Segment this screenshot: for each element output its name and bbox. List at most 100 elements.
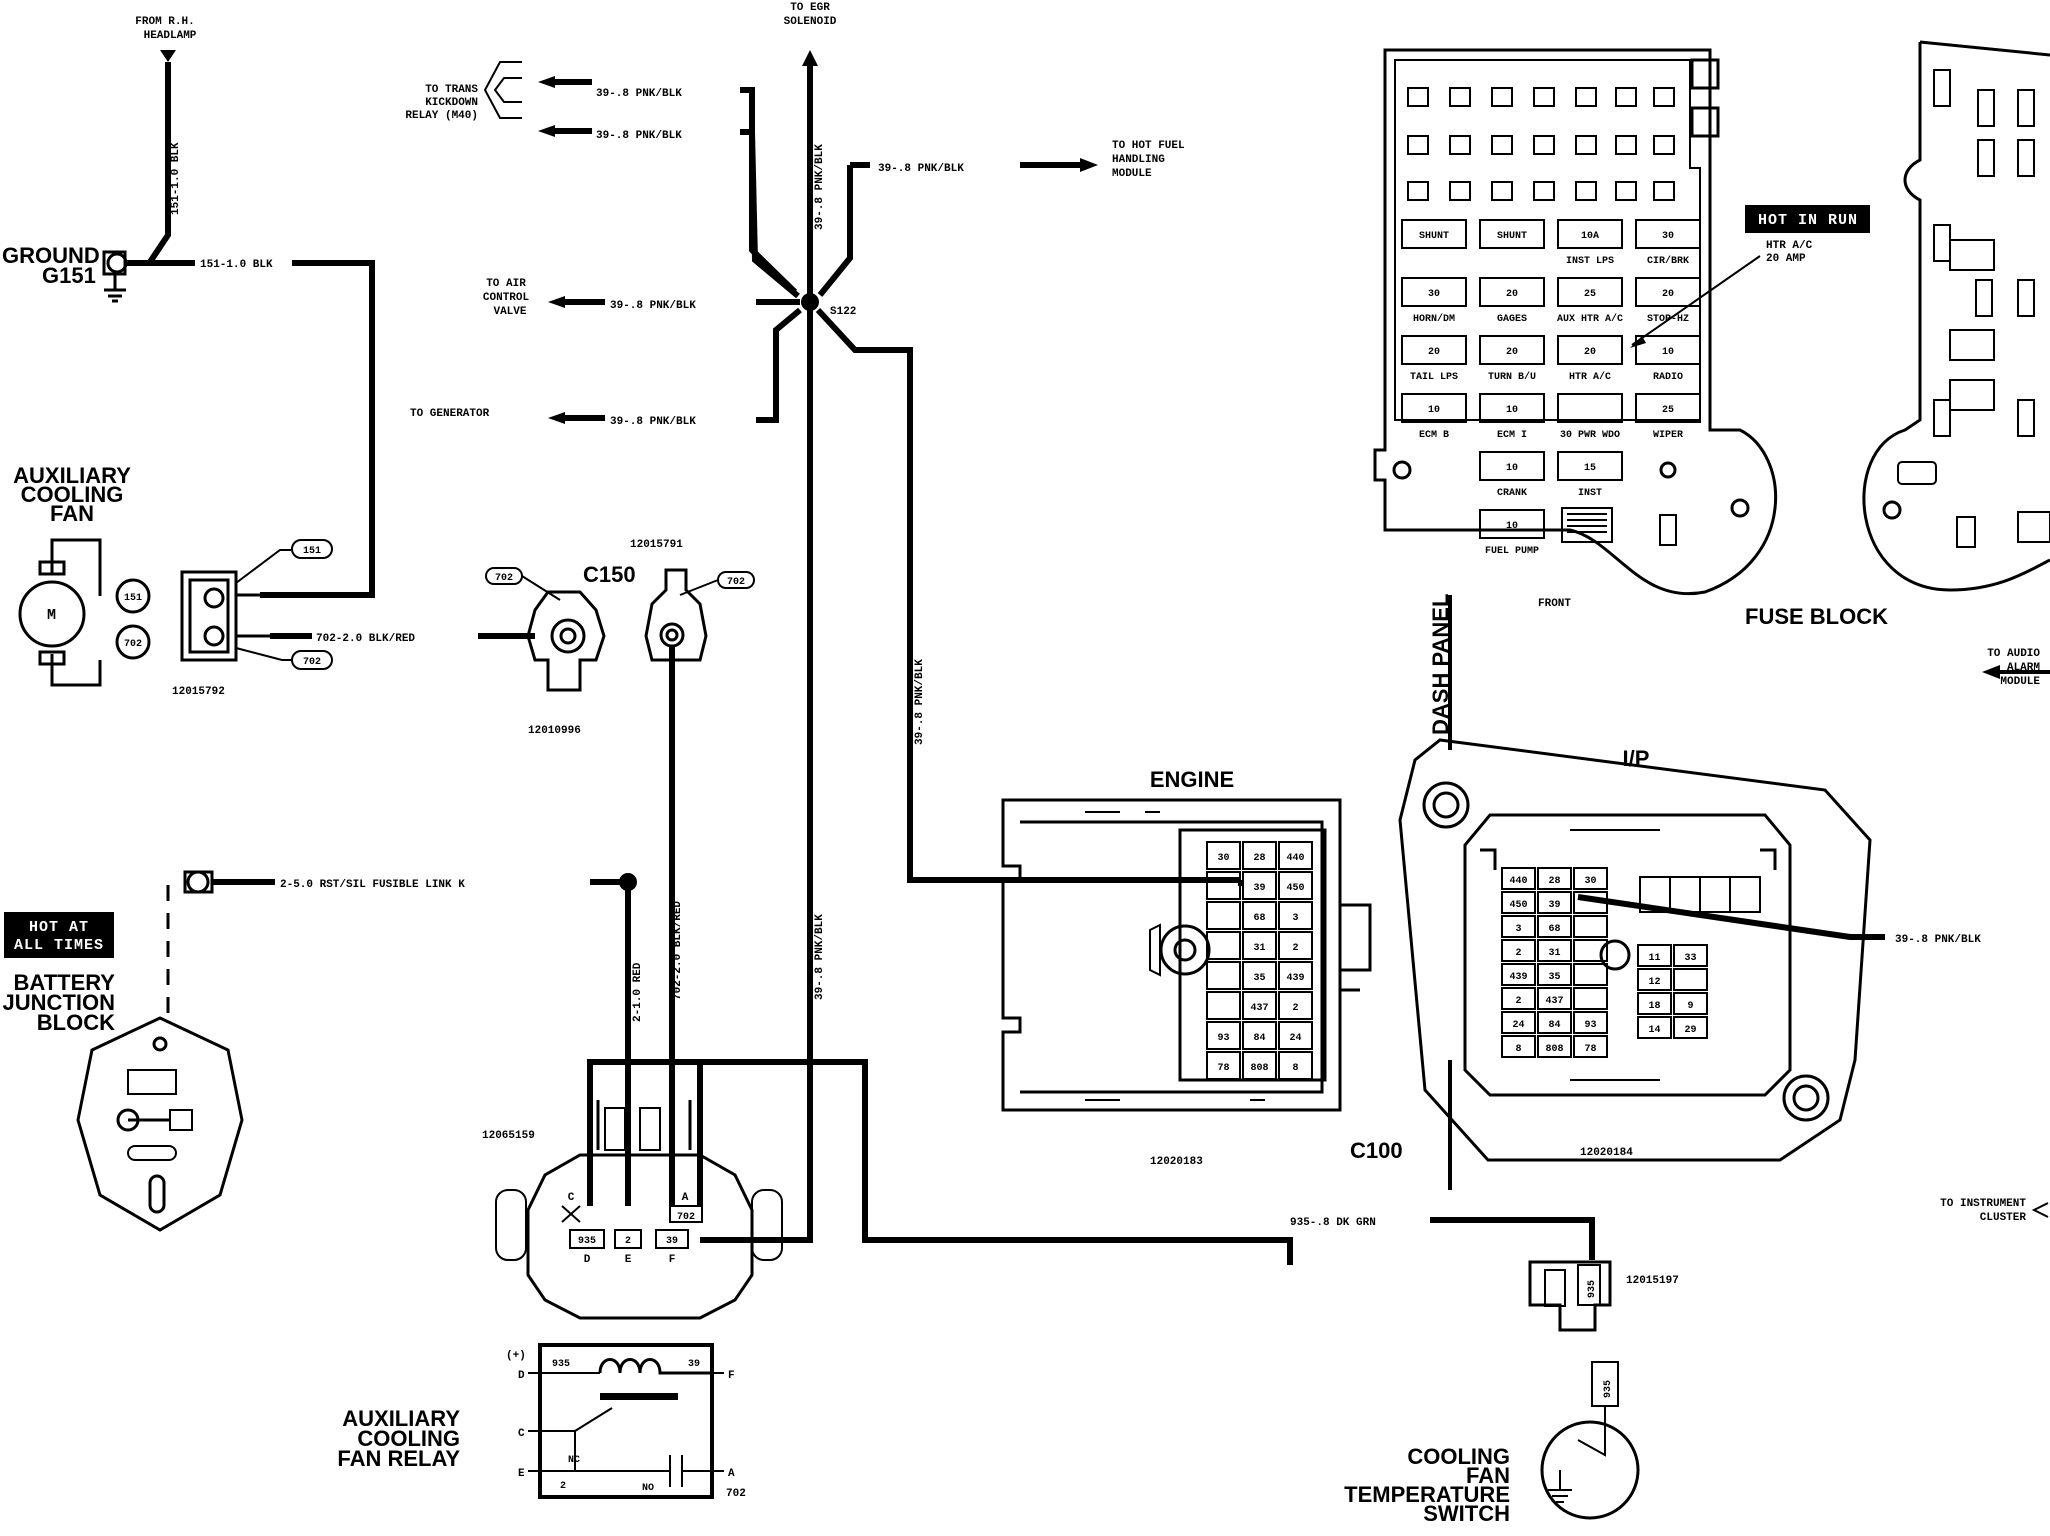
ip-cavity-cell: 439 [1501, 963, 1536, 986]
c100-label: C100 [1350, 1138, 1403, 1163]
fuse-mini-cell [1615, 181, 1637, 201]
relay-pin-f: F [669, 1254, 676, 1266]
to-instrument-cluster-label-1: TO INSTRUMENT [1940, 1198, 2026, 1210]
svg-text:440: 440 [1509, 876, 1527, 887]
ip-cavity-cell: 8 [1501, 1035, 1536, 1058]
svg-text:437: 437 [1545, 996, 1563, 1007]
engine-cavity-cell [1206, 961, 1241, 990]
aux-fan-label-1: AUXILIARY [13, 463, 131, 488]
fuse-cavity: SHUNT [1401, 219, 1467, 249]
leader-line [1631, 255, 1761, 346]
svg-text:2: 2 [1515, 996, 1521, 1007]
hta-ac-label-1: HTR A/C [1766, 240, 1813, 252]
relay-plus-label: (+) [506, 1350, 526, 1362]
engine-cavity-cell [1206, 931, 1241, 960]
to-air-control-label-2: CONTROL [483, 292, 530, 304]
svg-text:SHUNT: SHUNT [1419, 231, 1449, 242]
engine-cavity-cell: 93 [1206, 1021, 1241, 1050]
relay-conn-label: 12065159 [482, 1130, 535, 1142]
svg-text:20: 20 [1506, 347, 1518, 358]
relay-sch-pin-a: A [728, 1468, 735, 1480]
engine-cavity-cell: 39 [1242, 871, 1277, 900]
dash-panel-section: DASH PANEL [1428, 594, 1453, 1190]
fuse-cavity: 30 PWR WDO [1557, 393, 1623, 441]
relay-schematic-section: AUXILIARY COOLING FAN RELAY (+) D C E F … [337, 1343, 746, 1500]
ip-cavity-cell: 9 [1673, 992, 1708, 1015]
wire-39-engine-label: 39-.8 PNK/BLK [914, 659, 926, 745]
ip-cavity-cell: 28 [1537, 867, 1572, 890]
svg-text:84: 84 [1548, 1020, 1560, 1031]
to-air-control-label-3: VALVE [493, 306, 526, 318]
battery-junction-label-1: BATTERY [14, 970, 116, 995]
fuse-block-label: FUSE BLOCK [1745, 604, 1888, 629]
engine-cavity-cell: 35 [1242, 961, 1277, 990]
svg-text:68: 68 [1253, 913, 1265, 924]
arrow-left-icon [1982, 665, 2000, 679]
wire-935-label: 935-.8 DK GRN [1290, 1217, 1376, 1229]
temp-switch-label-3: TEMPERATURE [1344, 1482, 1510, 1507]
svg-text:702: 702 [303, 657, 321, 668]
ip-connector-outer [1398, 738, 1872, 1162]
fuse-rear-cavity [2017, 399, 2035, 437]
svg-text:2: 2 [1515, 948, 1521, 959]
arrow-left-icon [548, 296, 565, 308]
svg-text:78: 78 [1584, 1044, 1596, 1055]
fuse-block-front [1373, 48, 1777, 596]
wire-2-red-label: 2-1.0 RED [632, 962, 644, 1022]
ip-cavity-cell: 437 [1537, 987, 1572, 1010]
svg-text:CRANK: CRANK [1497, 488, 1527, 499]
relay-pin-d: D [584, 1254, 591, 1266]
to-trans-kickdown-label-2: KICKDOWN [425, 97, 478, 109]
svg-text:151: 151 [303, 546, 321, 557]
svg-text:808: 808 [1545, 1044, 1563, 1055]
svg-text:30: 30 [1428, 289, 1440, 300]
relay-nc-label: NC [568, 1455, 580, 1466]
to-hot-fuel-label-3: MODULE [1112, 168, 1152, 180]
svg-text:RADIO: RADIO [1653, 372, 1683, 383]
fuse-mini-cell [1575, 87, 1597, 107]
fuse-rear-cavity [1975, 279, 1993, 317]
arrow-down-icon [160, 50, 176, 62]
relay-cavity-702: 702 [677, 1212, 695, 1223]
aux-fan-label-3: FAN [50, 501, 94, 526]
hot-at-all-times-badge [4, 912, 114, 958]
wire-39-generator-label: 39-.8 PNK/BLK [610, 416, 696, 428]
ip-cavity-cell: 84 [1537, 1011, 1572, 1034]
svg-text:35: 35 [1253, 973, 1265, 984]
relay-cavity-2: 2 [625, 1236, 631, 1247]
aux-cooling-fan-section: AUXILIARY COOLING FAN M 151 702 151 702 … [13, 463, 535, 698]
svg-text:2: 2 [1292, 943, 1298, 954]
fuse-rear-cavity [1977, 89, 1995, 127]
svg-text:439: 439 [1286, 973, 1304, 984]
fuse-rear-relay [1949, 239, 1995, 271]
svg-text:30: 30 [1662, 231, 1674, 242]
unused-cavity-icon [561, 1205, 581, 1223]
fuse-mini-cell [1407, 87, 1429, 107]
ip-cavity-cell: 93 [1573, 1011, 1608, 1034]
engine-cavity-cell: 808 [1242, 1051, 1277, 1080]
fuse-mini-cell [1491, 181, 1513, 201]
svg-text:30 PWR WDO: 30 PWR WDO [1560, 430, 1620, 441]
ip-cavity-cell: 12 [1637, 968, 1672, 991]
tag-151-icon [291, 539, 333, 559]
fuse-mini-cell [1449, 135, 1471, 155]
wire-39-kickdown-1-label: 39-.8 PNK/BLK [596, 88, 682, 100]
splice-s122-dot [801, 293, 819, 311]
fuse-mini-cell [1533, 87, 1555, 107]
splice-label: S122 [830, 306, 856, 318]
svg-text:10: 10 [1428, 405, 1440, 416]
engine-connector-12020183 [1001, 798, 1342, 1112]
ground-symbol-icon [104, 275, 126, 303]
svg-text:20: 20 [1428, 347, 1440, 358]
fusible-link-eyelet-icon [186, 870, 210, 894]
aux-relay-label-3: FAN RELAY [337, 1446, 460, 1471]
wire-39-ip-label: 39-.8 PNK/BLK [1895, 934, 1981, 946]
tag-702-icon [291, 650, 333, 670]
